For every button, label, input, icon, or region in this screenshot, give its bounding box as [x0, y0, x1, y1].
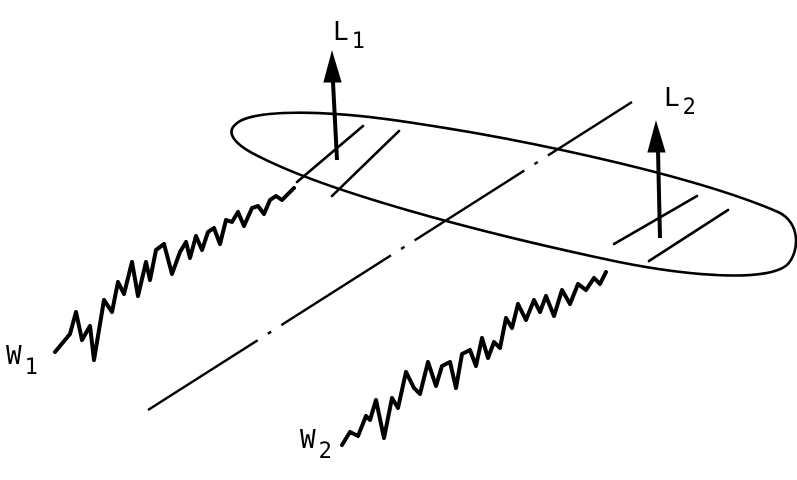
wing-strip-2-right-edge: [647, 208, 730, 263]
lift-arrow-2-shaft: [656, 149, 662, 239]
centerline: [147, 100, 633, 412]
wing-strip-2-left-edge: [612, 194, 699, 246]
wing-strip-1-right-edge: [330, 129, 401, 198]
lift-arrow-2-head: [647, 120, 666, 153]
lift-arrow-1-head: [323, 50, 342, 83]
label-W2-subscript: 2: [319, 439, 332, 464]
label-L2-subscript: 2: [683, 95, 696, 120]
label-W1-main: W: [6, 341, 22, 371]
label-L1-subscript: 1: [352, 29, 365, 54]
wing-outline: [230, 111, 797, 277]
wing-strip-1-left-edge: [295, 124, 365, 184]
label-W1-subscript: 1: [25, 355, 38, 380]
label-L2-main: L: [664, 83, 680, 113]
lift-arrow-1-shaft: [331, 81, 339, 161]
gust-waveform-2: [340, 270, 608, 447]
gust-waveform-1: [53, 186, 296, 362]
label-L1-main: L: [333, 17, 349, 47]
label-W2-main: W: [300, 425, 316, 455]
